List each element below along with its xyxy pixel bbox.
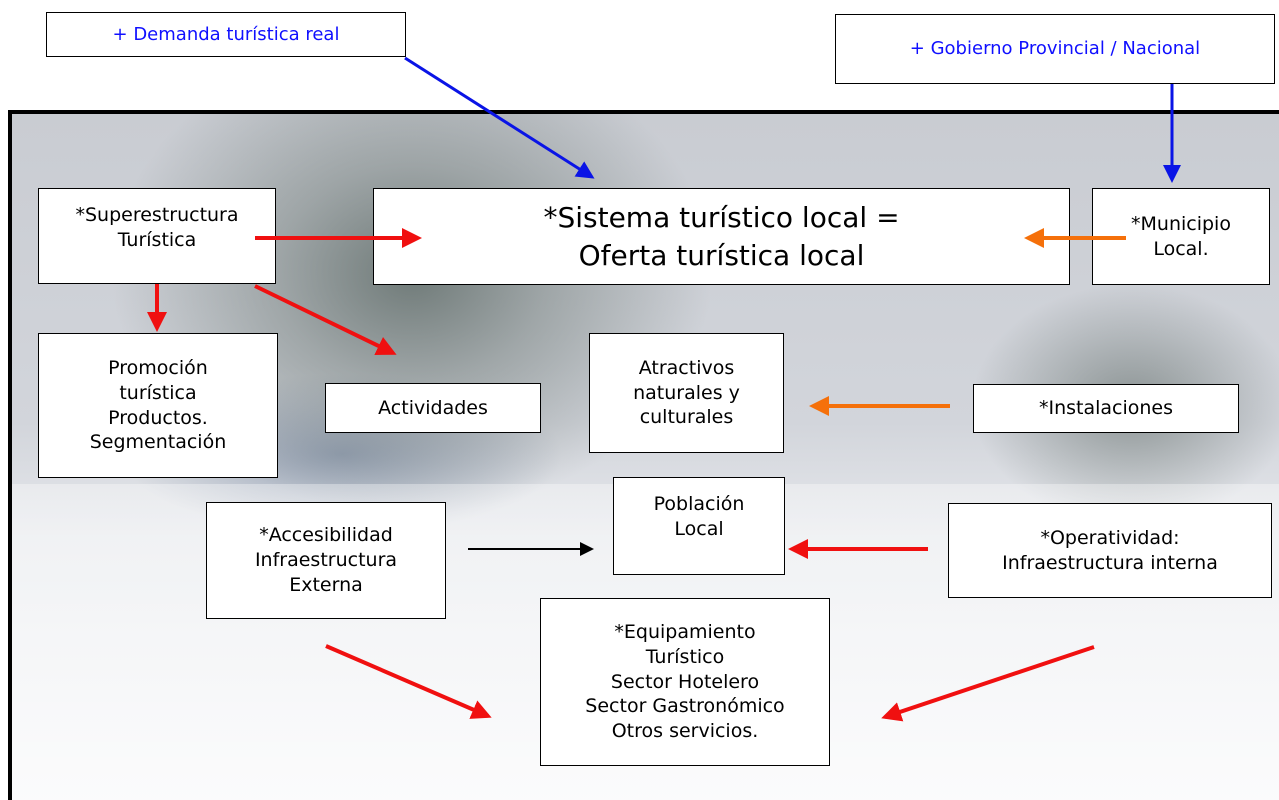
arrow-superestructura-to-actividades [254, 284, 397, 356]
sistema-turistico-box: *Sistema turístico local = Oferta turíst… [373, 188, 1070, 285]
atractivos-box: Atractivos naturales y culturales [589, 333, 784, 453]
accesibilidad-box: *Accesibilidad Infraestructura Externa [206, 502, 446, 619]
instalaciones-box: *Instalaciones [973, 384, 1239, 433]
arrow-demanda-to-sistema [404, 56, 595, 179]
arrow-accesibilidad-to-equipamiento [325, 644, 492, 719]
poblacion-box: Población Local [613, 477, 785, 575]
superestructura-box: *Superestructura Turística [38, 188, 276, 284]
equipamiento-box: *Equipamiento Turístico Sector Hotelero … [540, 598, 830, 766]
gobierno-box: + Gobierno Provincial / Nacional [835, 14, 1275, 84]
operatividad-box: *Operatividad: Infraestructura interna [948, 503, 1272, 598]
actividades-box: Actividades [325, 383, 541, 433]
promocion-box: Promoción turística Productos. Segmentac… [38, 333, 278, 478]
arrow-operatividad-to-equipamiento [881, 645, 1095, 722]
demanda-box: + Demanda turística real [46, 12, 406, 57]
